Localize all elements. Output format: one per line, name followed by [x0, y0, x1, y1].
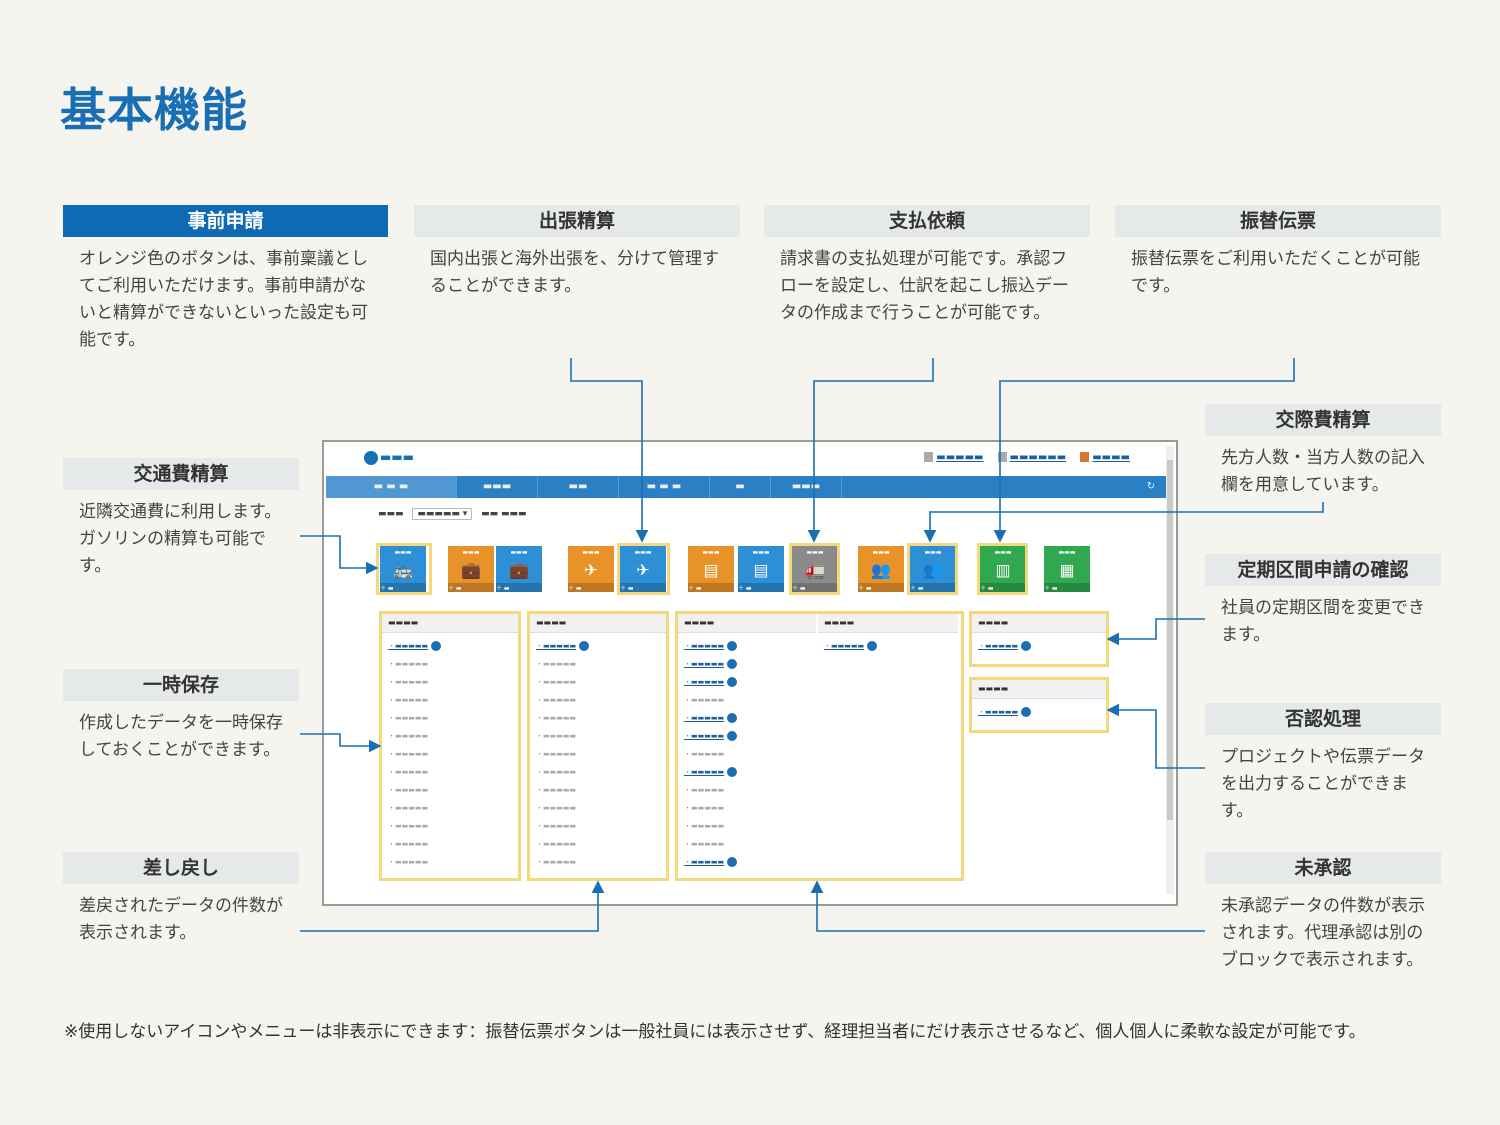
- connector-kotsu: [300, 535, 379, 575]
- panel-highlight-mishonin: [675, 611, 964, 881]
- connector-mishonin: [810, 880, 1205, 932]
- app-tile: ▬▬▬▥＋ ▬: [980, 546, 1026, 592]
- app-scrollbar: [1166, 446, 1174, 894]
- connector-teiki: [1106, 618, 1205, 646]
- feature-kotsu-title: 交通費精算: [63, 458, 299, 490]
- feature-teiki-desc: 社員の定期区間を変更できます。: [1221, 598, 1425, 645]
- connector-kosai: [923, 502, 1324, 543]
- feature-kotsu: 交通費精算 近隣交通費に利用します。ガソリンの精算も可能です。: [63, 458, 299, 580]
- feature-shuccho-title: 出張精算: [414, 205, 740, 237]
- app-tile: ▬▬▬👥＋ ▬: [910, 546, 956, 592]
- feature-shuccho-desc: 国内出張と海外出張を、分けて管理することができます。: [430, 249, 719, 296]
- feature-shiharai-desc: 請求書の支払処理が可能です。承認フローを設定し、仕訳を起こし振込データの作成まで…: [780, 249, 1069, 323]
- feature-mishonin: 未承認 未承認データの件数が表示されます。代理承認は別のブロックで表示されます。: [1205, 852, 1441, 974]
- connector-sashimodoshi: [300, 880, 605, 932]
- app-header-links: ▬▬▬▬▬▬▬▬▬▬▬▬▬▬▬: [910, 452, 1130, 463]
- panel-highlight: [527, 611, 669, 881]
- feature-furikae-title: 振替伝票: [1115, 205, 1441, 237]
- feature-hinin-title: 否認処理: [1205, 703, 1441, 735]
- feature-teiki-title: 定期区間申請の確認: [1205, 554, 1441, 586]
- app-panel: ▬▬▬▬▬▬▬▬▬▬▬▬▬▬▬▬▬▬▬▬▬▬▬▬▬▬▬▬▬▬▬▬▬▬▬▬▬▬▬▬…: [382, 614, 518, 878]
- connector-shuccho: [570, 358, 649, 543]
- app-panel: ▬▬▬▬▬▬▬▬▬▬▬▬▬▬▬▬▬▬▬▬▬▬▬▬▬▬▬▬▬▬▬▬▬▬▬▬▬▬▬▬…: [678, 614, 816, 878]
- app-tile: ▬▬▬👥＋ ▬: [858, 546, 904, 592]
- app-panel: ▬▬▬▬▬▬▬▬▬: [972, 614, 1106, 664]
- feature-ichiji-title: 一時保存: [63, 669, 299, 701]
- feature-sashimodoshi: 差し戻し 差戻されたデータの件数が表示されます。: [63, 852, 299, 947]
- tile-highlight: [977, 543, 1028, 595]
- feature-jizen-desc: オレンジ色のボタンは、事前稟議としてご利用いただけます。事前申請がないと精算がで…: [79, 249, 368, 350]
- feature-shiharai-title: 支払依頼: [764, 205, 1090, 237]
- app-screenshot: ▬▬▬ ▬▬▬▬▬▬▬▬▬▬▬▬▬▬▬ ▬ ▬ ▬ ▬▬▬ ▬▬ ▬ ▬ ▬ ▬…: [322, 440, 1178, 906]
- feature-kosai-desc: 先方人数・当方人数の記入欄を用意しています。: [1221, 448, 1425, 495]
- connector-hinin: [1106, 703, 1205, 769]
- app-tile: ▬▬▬▤＋ ▬: [738, 546, 784, 592]
- app-tile: ▬▬▬✈＋ ▬: [620, 546, 666, 592]
- feature-sashimodoshi-title: 差し戻し: [63, 852, 299, 884]
- app-topbar: ▬▬▬ ▬▬▬▬▬▬▬▬▬▬▬▬▬▬▬: [324, 442, 1176, 476]
- app-filter: ▬▬▬ ▬▬▬▬▬ ▾ ▬▬ ▬▬▬: [378, 508, 527, 520]
- app-tile: ▬▬▬🚌＋ ▬: [380, 546, 426, 592]
- footnote: ※使用しないアイコンやメニューは非表示にできます：振替伝票ボタンは一般社員には表…: [64, 1022, 1366, 1042]
- tile-highlight: [907, 543, 958, 595]
- feature-jizen: 事前申請 オレンジ色のボタンは、事前稟議としてご利用いただけます。事前申請がない…: [63, 205, 388, 354]
- feature-hinin-desc: プロジェクトや伝票データを出力することができます。: [1221, 747, 1425, 821]
- feature-kotsu-desc: 近隣交通費に利用します。ガソリンの精算も可能です。: [79, 502, 282, 576]
- app-tile: ▬▬▬💼＋ ▬: [496, 546, 542, 592]
- feature-ichiji-desc: 作成したデータを一時保存しておくことができます。: [79, 713, 283, 760]
- tile-highlight: [617, 543, 670, 595]
- feature-shuccho: 出張精算 国内出張と海外出張を、分けて管理することができます。: [414, 205, 740, 300]
- connector-shiharai: [807, 358, 934, 543]
- app-panel: ▬▬▬▬▬▬▬▬▬: [972, 680, 1106, 730]
- feature-furikae-desc: 振替伝票をご利用いただくことが可能です。: [1131, 249, 1420, 296]
- connector-furikae: [993, 358, 1295, 543]
- feature-teiki: 定期区間申請の確認 社員の定期区間を変更できます。: [1205, 554, 1441, 649]
- feature-hinin: 否認処理 プロジェクトや伝票データを出力することができます。: [1205, 703, 1441, 825]
- feature-shiharai: 支払依頼 請求書の支払処理が可能です。承認フローを設定し、仕訳を起こし振込データ…: [764, 205, 1090, 327]
- feature-furikae: 振替伝票 振替伝票をご利用いただくことが可能です。: [1115, 205, 1441, 300]
- feature-kosai-title: 交際費精算: [1205, 404, 1441, 436]
- tile-highlight: [789, 543, 840, 595]
- feature-jizen-title: 事前申請: [63, 205, 388, 237]
- app-tile: ▬▬▬🚛＋ ▬: [792, 546, 838, 592]
- app-nav: ▬ ▬ ▬ ▬▬▬ ▬▬ ▬ ▬ ▬ ▬ ▬▬▬ ↻: [326, 476, 1166, 498]
- feature-mishonin-title: 未承認: [1205, 852, 1441, 884]
- app-tile: ▬▬▬✈＋ ▬: [568, 546, 614, 592]
- app-panel: ▬▬▬▬▬▬▬▬▬▬▬▬▬▬▬▬▬▬▬▬▬▬▬▬▬▬▬▬▬▬▬▬▬▬▬▬▬▬▬▬…: [530, 614, 666, 878]
- feature-kosai: 交際費精算 先方人数・当方人数の記入欄を用意しています。: [1205, 404, 1441, 499]
- feature-sashimodoshi-desc: 差戻されたデータの件数が表示されます。: [79, 896, 283, 943]
- app-tile: ▬▬▬▦＋ ▬: [1044, 546, 1090, 592]
- feature-mishonin-desc: 未承認データの件数が表示されます。代理承認は別のブロックで表示されます。: [1221, 896, 1425, 970]
- app-panel: ▬▬▬▬▬▬▬▬▬: [818, 614, 958, 664]
- feature-ichiji: 一時保存 作成したデータを一時保存しておくことができます。: [63, 669, 299, 764]
- refresh-icon: ↻: [1146, 481, 1156, 492]
- connector-ichiji: [300, 733, 382, 753]
- app-logo: ▬▬▬: [364, 450, 414, 465]
- app-tile: ▬▬▬💼＋ ▬: [448, 546, 494, 592]
- page-title: 基本機能: [60, 83, 248, 137]
- app-tile: ▬▬▬▤＋ ▬: [688, 546, 734, 592]
